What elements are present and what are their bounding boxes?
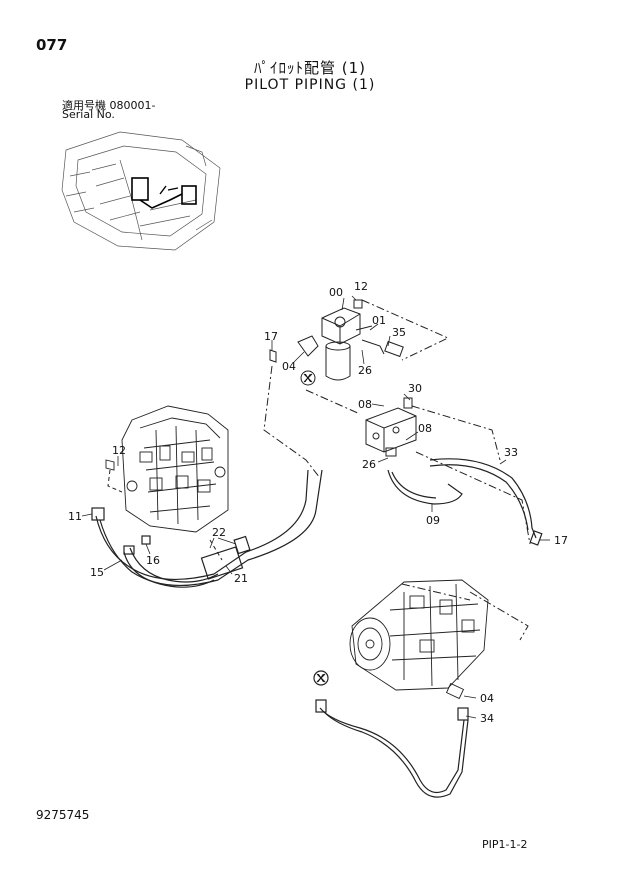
location-thumbnail <box>61 131 221 251</box>
solenoid-valve-block <box>365 397 417 457</box>
callout-11: 11 <box>68 510 82 523</box>
sheet-reference: PIP1-1-2 <box>482 838 528 851</box>
callout-34: 34 <box>480 712 494 725</box>
callout-01: 01 <box>372 314 386 327</box>
callout-15: 15 <box>90 566 104 579</box>
callout-26-top: 26 <box>358 364 372 377</box>
hose-33-09 <box>387 458 543 546</box>
callout-26-mid: 26 <box>362 458 376 471</box>
callout-08-right: 08 <box>418 422 432 435</box>
callout-00: 00 <box>329 286 343 299</box>
callout-04-top: 04 <box>282 360 296 373</box>
callout-x-bottom: X <box>317 672 325 685</box>
callout-12-left: 12 <box>112 444 126 457</box>
callout-12-top: 12 <box>354 280 368 293</box>
callout-17-top: 17 <box>264 330 278 343</box>
title-japanese: ﾊﾟｲﾛｯﾄ配管 (1) <box>253 59 367 77</box>
callout-leaders <box>81 295 550 719</box>
page-number: 077 <box>36 36 68 54</box>
callout-35: 35 <box>392 326 406 339</box>
hydraulic-pump <box>349 579 489 700</box>
callout-30: 30 <box>408 382 422 395</box>
callout-16: 16 <box>146 554 160 567</box>
serial-label-english: Serial No. <box>62 108 115 121</box>
title-english: PILOT PIPING (1) <box>244 77 376 93</box>
hose-lower <box>313 670 469 798</box>
callout-04-bottom: 04 <box>480 692 494 705</box>
callout-x-top: X <box>304 372 312 385</box>
document-number: 9275745 <box>36 808 90 822</box>
control-valve <box>105 405 229 533</box>
callout-08-left: 08 <box>358 398 372 411</box>
callout-21: 21 <box>234 572 248 585</box>
pilot-filter-assembly <box>269 299 404 386</box>
hose-bundle-21 <box>91 469 323 588</box>
callout-22: 22 <box>212 526 226 539</box>
callout-09: 09 <box>426 514 440 527</box>
callout-33: 33 <box>504 446 518 459</box>
serial-label-japanese: 適用号機 080001- <box>62 99 156 112</box>
callout-labels: 00 12 01 35 17 04 X 26 30 08 08 26 33 09… <box>68 280 568 725</box>
callout-17-right: 17 <box>554 534 568 547</box>
